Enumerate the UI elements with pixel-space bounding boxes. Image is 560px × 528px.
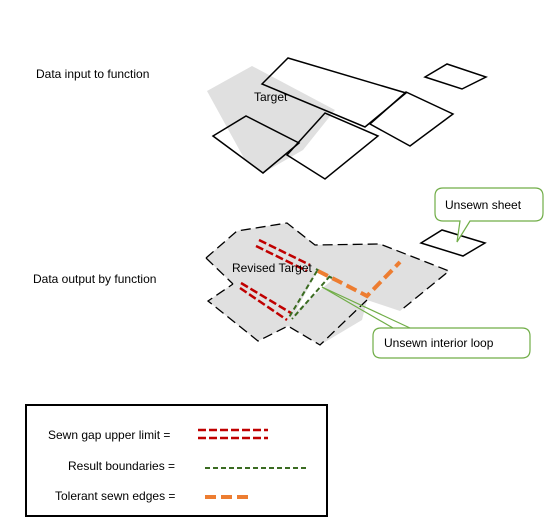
input-heading: Data input to function xyxy=(36,67,150,81)
result-boundary-lower xyxy=(206,283,368,346)
revised-target-label: Revised Target xyxy=(232,261,312,275)
sewn-gap-line-top-a xyxy=(258,238,311,267)
result-boundary-left-edge xyxy=(205,257,234,285)
target-label: Target xyxy=(254,90,288,104)
legend-tolerant-edges-label: Tolerant sewn edges = xyxy=(55,489,176,503)
tolerant-sewn-edge xyxy=(317,260,402,299)
legend-swatches xyxy=(198,428,309,499)
input-sheet-left xyxy=(211,115,301,174)
input-diagram xyxy=(207,57,488,180)
callout-unsewn-interior-loop xyxy=(321,286,531,359)
callout-unsewn-interior-loop-text: Unsewn interior loop xyxy=(384,336,494,350)
target-face xyxy=(207,66,335,173)
legend-sewn-gap-label: Sewn gap upper limit = xyxy=(48,428,171,442)
output-unsewn-sheet xyxy=(419,229,487,257)
callout-unsewn-sheet-text: Unsewn sheet xyxy=(445,198,522,212)
input-sheet-right xyxy=(368,91,455,147)
input-sheet-small xyxy=(423,63,488,90)
output-heading: Data output by function xyxy=(33,272,157,286)
output-diagram xyxy=(205,222,487,346)
legend: Sewn gap upper limit = Result boundaries… xyxy=(25,404,328,517)
result-boundary-outer xyxy=(205,222,451,312)
sewn-gap-line-top-b xyxy=(255,244,308,273)
unsewn-interior-loop xyxy=(296,271,332,311)
result-boundary-loop-a xyxy=(287,270,318,320)
input-sheet-center xyxy=(285,112,380,180)
result-boundary-loop-b xyxy=(291,275,331,320)
sewn-gap-line-bottom-a xyxy=(240,281,292,315)
sewn-gap-line-bottom-b xyxy=(239,286,288,322)
callout-unsewn-sheet xyxy=(434,187,544,243)
revised-target-face xyxy=(206,223,449,345)
legend-result-boundaries-label: Result boundaries = xyxy=(68,459,176,473)
